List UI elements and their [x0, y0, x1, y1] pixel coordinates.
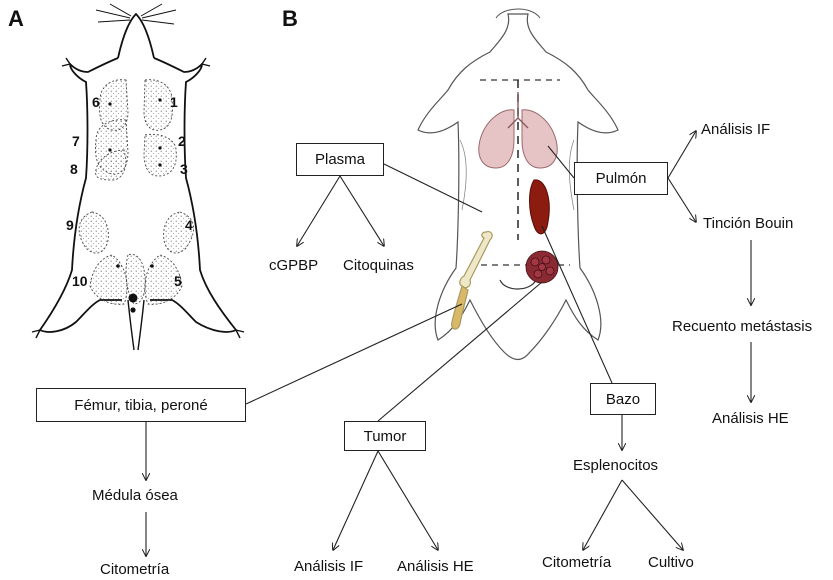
spleen-box: Bazo [590, 383, 656, 415]
plasma-box: Plasma [296, 143, 384, 176]
gland-number-5: 5 [174, 273, 182, 289]
panel-label-b: B [282, 6, 298, 32]
label-lung-analisis-he: Análisis HE [712, 410, 789, 427]
gland-number-8: 8 [70, 161, 78, 177]
mammary-gland-regions [79, 80, 193, 305]
label-citoquinas: Citoquinas [343, 257, 414, 274]
label-lung-analisis-if: Análisis IF [701, 121, 770, 138]
label-recuento-metastasis: Recuento metástasis [672, 318, 812, 335]
spleen [530, 180, 550, 234]
label-tincion-bouin: Tinción Bouin [703, 215, 793, 232]
gland-number-10: 10 [72, 273, 88, 289]
bones-box: Fémur, tibia, peroné [36, 388, 246, 422]
label-bone-citometria: Citometría [100, 561, 169, 578]
gland-number-9: 9 [66, 217, 74, 233]
gland-number-7: 7 [72, 133, 80, 149]
tumor-box: Tumor [344, 421, 426, 451]
tumor [526, 251, 558, 283]
gland-number-6: 6 [92, 94, 100, 110]
label-medula-osea: Médula ósea [92, 487, 178, 504]
gland-number-2: 2 [178, 133, 186, 149]
lung-box: Pulmón [574, 162, 668, 195]
label-cultivo: Cultivo [648, 554, 694, 571]
label-tumor-analisis-if: Análisis IF [294, 558, 363, 575]
gland-number-1: 1 [170, 94, 178, 110]
gland-number-4: 4 [185, 217, 193, 233]
label-tumor-analisis-he: Análisis HE [397, 558, 474, 575]
label-esplenocitos: Esplenocitos [573, 457, 658, 474]
label-cgpbp: cGPBP [269, 257, 318, 274]
label-spleen-citometria: Citometría [542, 554, 611, 571]
gland-number-3: 3 [180, 161, 188, 177]
